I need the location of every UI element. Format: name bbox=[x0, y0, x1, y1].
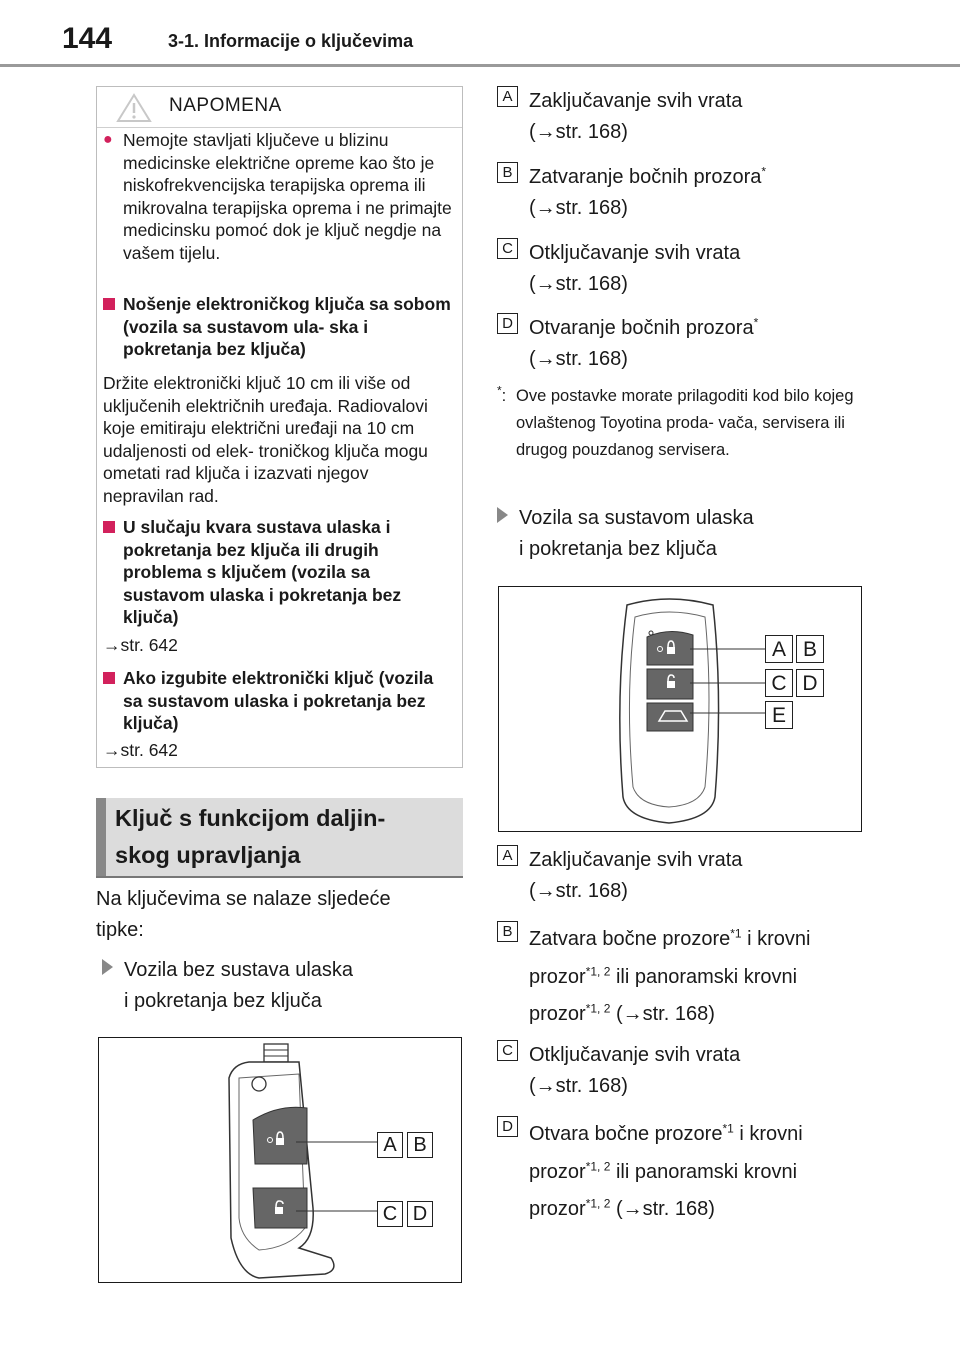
list-item: D Otvaranje bočnih prozora*(→str. 168) bbox=[497, 313, 869, 375]
arrow-icon: → bbox=[622, 1003, 643, 1025]
item-label: A bbox=[497, 845, 518, 866]
warning-icon bbox=[116, 93, 152, 122]
header-divider bbox=[0, 64, 960, 67]
triangle-bullet-icon bbox=[102, 959, 113, 975]
figure-label-a: A bbox=[765, 635, 793, 663]
arrow-icon: → bbox=[535, 348, 556, 370]
list-item: B Zatvaranje bočnih prozora*(→str. 168) bbox=[497, 162, 869, 224]
heading-divider bbox=[96, 876, 463, 878]
note-subheading: U slučaju kvara sustava ulaska i pokreta… bbox=[103, 516, 452, 629]
note-paragraph: ● Nemojte stavljati ključeve u blizinu m… bbox=[103, 129, 452, 264]
note-header: NAPOMENA bbox=[97, 87, 462, 128]
note-subheading-text: Ako izgubite elektronički ključ (vozila … bbox=[123, 668, 434, 733]
key-figure-smart: A B C D E bbox=[498, 586, 862, 832]
figure-label-a: A bbox=[377, 1132, 403, 1158]
figure-label-e: E bbox=[765, 701, 793, 729]
arrow-icon: → bbox=[535, 121, 556, 143]
bullet-dot-icon: ● bbox=[103, 131, 113, 148]
note-subheading-text: U slučaju kvara sustava ulaska i pokreta… bbox=[123, 517, 402, 627]
bullet-square-icon bbox=[103, 298, 115, 310]
figure-label-d: D bbox=[796, 669, 824, 697]
note-text: Nemojte stavljati ključeve u blizinu med… bbox=[123, 130, 452, 263]
page-reference[interactable]: →str. 642 bbox=[103, 635, 178, 655]
arrow-icon: → bbox=[535, 273, 556, 295]
key-figure-standard: A B C D bbox=[98, 1037, 462, 1283]
item-label: B bbox=[497, 921, 518, 942]
item-label: C bbox=[497, 238, 518, 259]
smart-key-illustration bbox=[619, 598, 765, 824]
note-subheading-text: Nošenje elektroničkog ključa sa sobom (v… bbox=[123, 294, 451, 359]
triangle-bullet-icon bbox=[497, 507, 508, 523]
arrow-icon: → bbox=[103, 635, 121, 655]
item-label: B bbox=[497, 162, 518, 183]
note-paragraph: Držite elektronički ključ 10 cm ili više… bbox=[103, 372, 452, 507]
figure-label-b: B bbox=[796, 635, 824, 663]
figure-label-c: C bbox=[765, 669, 793, 697]
arrow-icon: → bbox=[535, 197, 556, 219]
list-item: A Zaključavanje svih vrata(→str. 168) bbox=[497, 86, 869, 148]
arrow-icon: → bbox=[535, 880, 556, 902]
item-label: D bbox=[497, 1116, 518, 1137]
arrow-icon: → bbox=[103, 740, 121, 760]
figure-label-b: B bbox=[407, 1132, 433, 1158]
figure-label-d: D bbox=[407, 1201, 433, 1227]
note-subheading: Nošenje elektroničkog ključa sa sobom (v… bbox=[103, 293, 452, 361]
bullet-square-icon bbox=[103, 672, 115, 684]
bullet-square-icon bbox=[103, 521, 115, 533]
section-heading: Ključ s funkcijom daljin-skog upravljanj… bbox=[96, 798, 463, 876]
heading-accent-bar bbox=[96, 798, 106, 876]
list-item: C Otključavanje svih vrata(→str. 168) bbox=[497, 1040, 869, 1102]
page-number: 144 bbox=[62, 22, 113, 55]
list-item: C Otključavanje svih vrata(→str. 168) bbox=[497, 238, 869, 300]
section-title: 3-1. Informacije o ključevima bbox=[168, 31, 414, 51]
section-heading-text: Ključ s funkcijom daljin-skog upravljanj… bbox=[115, 805, 386, 868]
page-reference[interactable]: →str. 642 bbox=[103, 740, 178, 760]
figure-label-c: C bbox=[377, 1201, 403, 1227]
note-title: NAPOMENA bbox=[169, 95, 282, 116]
arrow-icon: → bbox=[535, 1075, 556, 1097]
arrow-icon: → bbox=[622, 1198, 643, 1220]
note-text: Držite elektronički ključ 10 cm ili više… bbox=[103, 373, 428, 506]
item-label: D bbox=[497, 313, 518, 334]
flip-key-illustration bbox=[228, 1043, 377, 1279]
note-box: NAPOMENA ● Nemojte stavljati ključeve u … bbox=[96, 86, 463, 768]
item-label: A bbox=[497, 86, 518, 107]
item-label: C bbox=[497, 1040, 518, 1061]
list-item: A Zaključavanje svih vrata(→str. 168) bbox=[497, 845, 869, 907]
note-subheading: Ako izgubite elektronički ključ (vozila … bbox=[103, 667, 452, 735]
footnote: *: Ove postavke morate prilagoditi kod b… bbox=[497, 383, 854, 460]
